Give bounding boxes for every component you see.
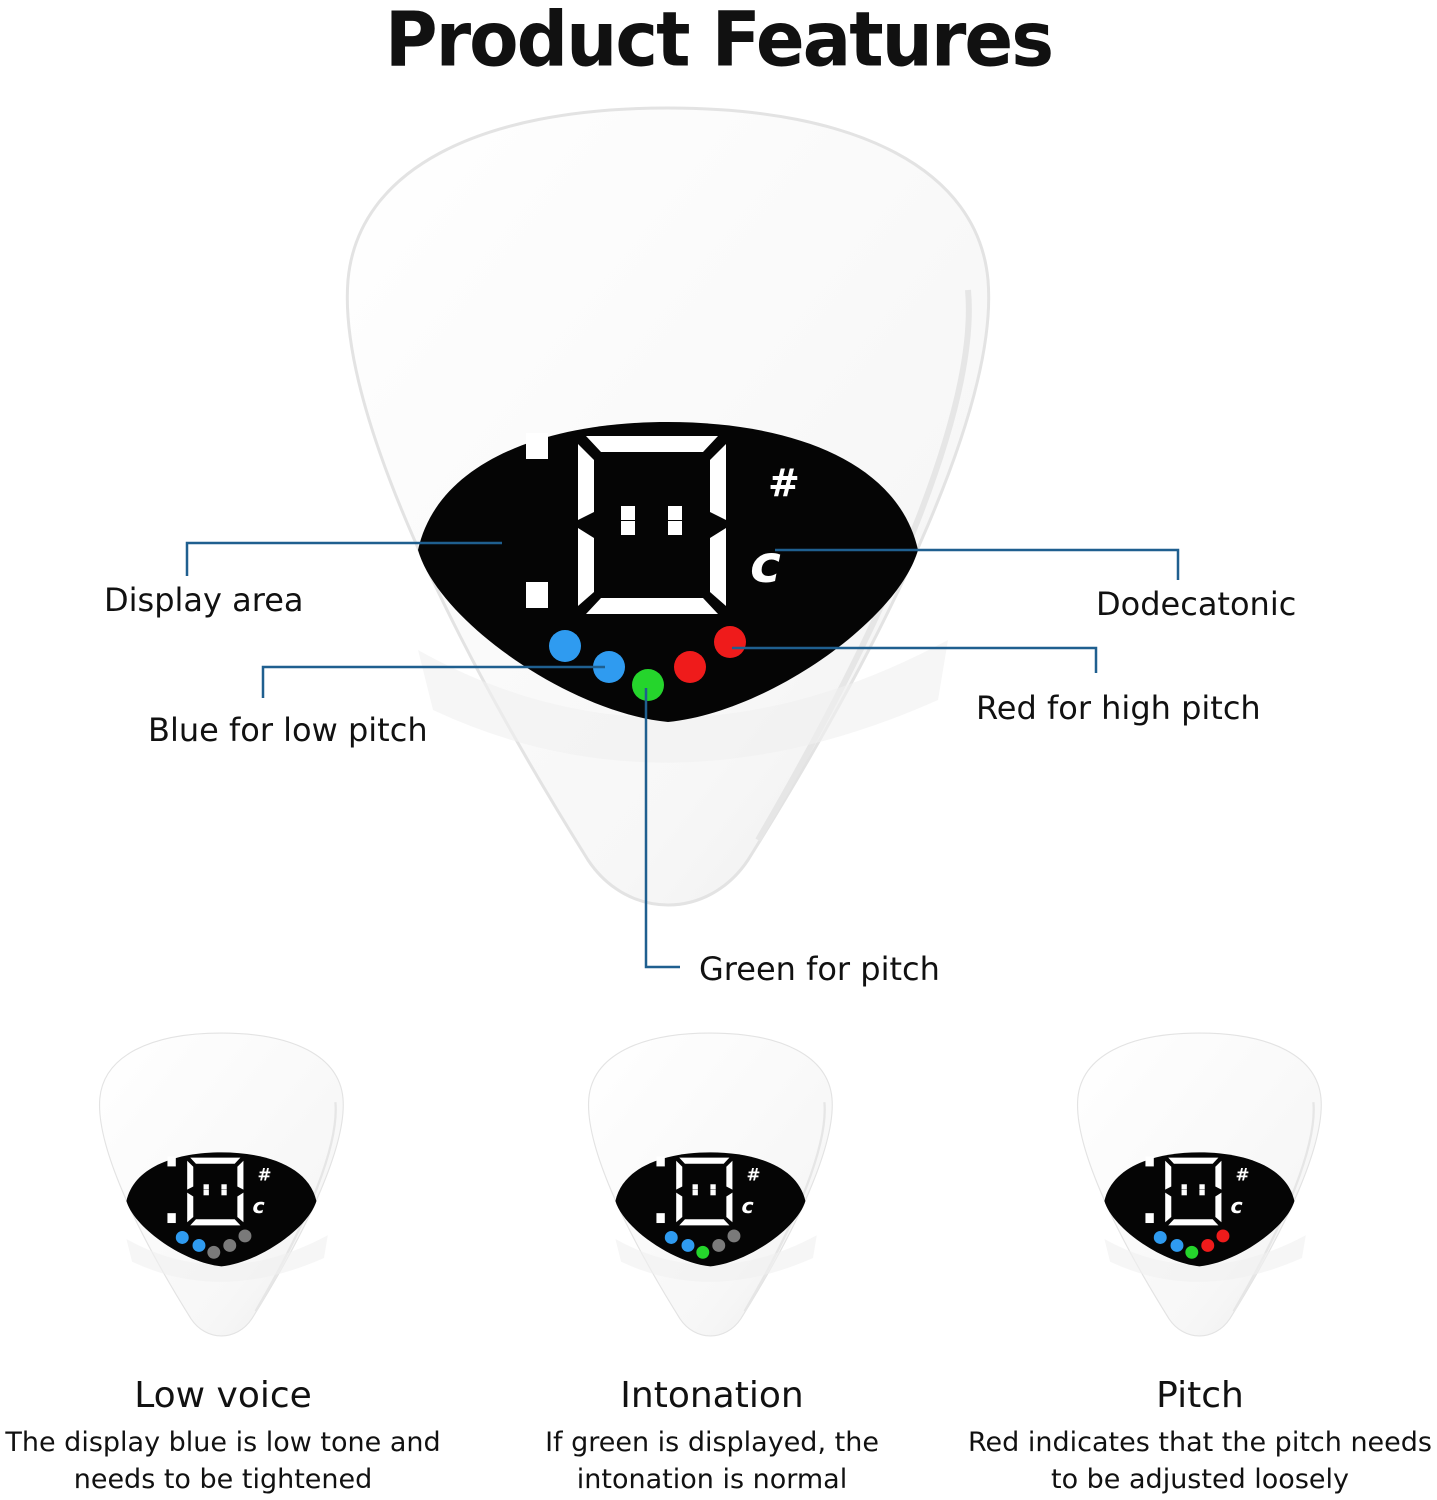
sharp-symbol: # [258,1164,272,1184]
led-blue [664,1231,678,1244]
note-symbol: c [253,1194,265,1218]
led-gray [223,1239,237,1252]
sharp-symbol: # [768,461,800,505]
led-red [1216,1229,1230,1243]
led-blue [549,630,581,662]
led-gray [207,1245,221,1259]
state-pick-2: #c [1076,1031,1323,1338]
note-symbol: c [1231,1194,1243,1218]
led-blue [175,1231,189,1244]
led-gray [238,1229,252,1243]
state-intonation-title: Intonation [620,1375,804,1416]
led-gray [712,1239,726,1252]
callout-leaders [185,541,1180,969]
callout-display-area: Display area [104,581,304,619]
led-blue [593,651,625,683]
led-blue [192,1239,206,1252]
page-title: Product Features [384,0,1054,84]
callout-red-high: Red for high pitch [976,689,1261,727]
led-green [696,1245,710,1259]
led-gray [727,1229,741,1243]
led-blue [1153,1231,1167,1244]
note-symbol: c [750,535,781,595]
callout-dodecatonic: Dodecatonic [1096,585,1297,623]
guitar-pick-tuner [347,108,988,905]
led-red [674,651,706,683]
led-red [714,626,746,658]
note-symbol: c [742,1194,754,1218]
state-pick-1: #c [587,1031,834,1338]
state-pick-0: #c [98,1031,345,1338]
state-low-title: Low voice [134,1375,312,1416]
sharp-symbol: # [1236,1164,1250,1184]
led-blue [681,1239,695,1252]
led-green [1185,1245,1199,1259]
led-red [1201,1239,1215,1252]
callout-green-pitch: Green for pitch [699,950,940,988]
callout-blue-low: Blue for low pitch [148,711,428,749]
led-blue [1170,1239,1184,1252]
led-green [632,669,664,701]
state-pitch-title: Pitch [1156,1375,1244,1416]
sharp-symbol: # [747,1164,761,1184]
